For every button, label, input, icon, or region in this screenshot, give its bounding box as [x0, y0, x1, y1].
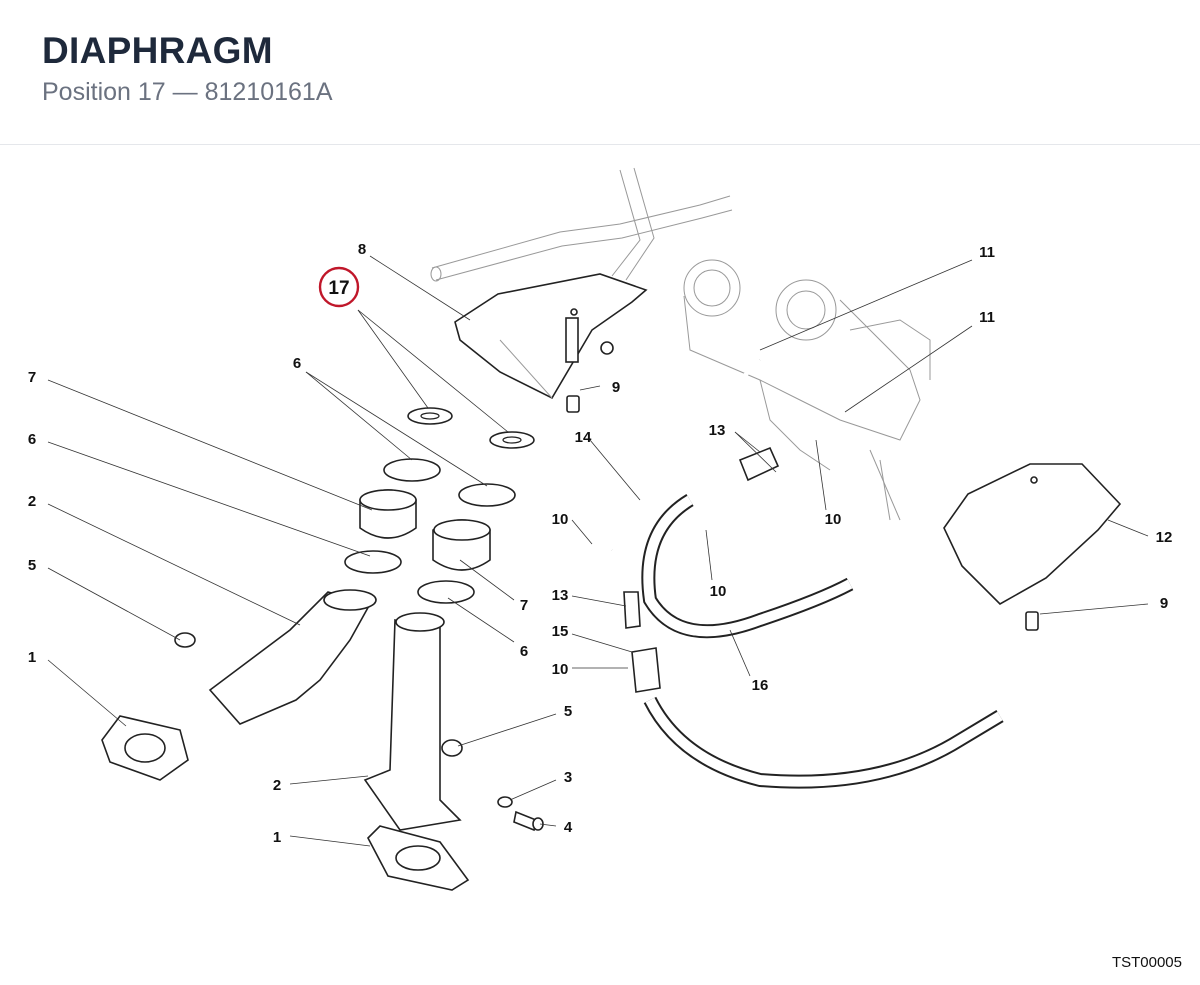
page-title: DIAPHRAGM — [42, 30, 273, 71]
callout-2: 2 — [28, 493, 36, 510]
callout-10: 10 — [552, 661, 569, 678]
callout-3: 3 — [564, 769, 572, 786]
callout-13: 13 — [709, 422, 726, 439]
drawing-reference-code: TST00005 — [1111, 954, 1182, 971]
callout-2: 2 — [273, 777, 281, 794]
bolt-part-9-lower[interactable] — [1025, 611, 1039, 631]
shield-part-8[interactable] — [454, 273, 648, 400]
callout-8: 8 — [358, 241, 366, 258]
page-subtitle: Position 17 — 81210161A — [42, 78, 333, 106]
fitting-part-13[interactable] — [623, 446, 780, 629]
side-cover-part-12[interactable] — [943, 463, 1122, 605]
callout-17-highlight[interactable]: 17 — [318, 266, 360, 308]
callout-1: 1 — [28, 649, 36, 666]
callout-1: 1 — [273, 829, 281, 846]
gasket-part-1[interactable] — [101, 715, 470, 891]
callout-10: 10 — [825, 511, 842, 528]
callout-11: 11 — [979, 244, 995, 261]
page-header: DIAPHRAGM Position 17 — 81210161A — [0, 0, 1200, 145]
callout-6: 6 — [520, 643, 528, 660]
intake-pipe-part-2[interactable] — [208, 589, 462, 831]
rubber-sleeve-part-7[interactable] — [359, 489, 491, 571]
callout-15: 15 — [552, 623, 569, 640]
nut-part-5[interactable] — [174, 632, 463, 757]
callout-16: 16 — [752, 677, 769, 694]
callout-9: 9 — [612, 379, 620, 396]
callout-7: 7 — [28, 369, 36, 386]
bolt-part-9[interactable] — [566, 395, 580, 413]
callout-4: 4 — [564, 819, 573, 836]
washer-part-3[interactable] — [497, 796, 513, 808]
callout-10: 10 — [552, 511, 569, 528]
leader-lines — [47, 255, 1149, 847]
callout-10: 10 — [710, 583, 727, 600]
callout-14: 14 — [575, 429, 592, 446]
callout-12: 12 — [1156, 529, 1173, 546]
carburettor-assembly — [683, 259, 931, 521]
coiled-hose-part-14[interactable] — [606, 358, 762, 551]
callout-7: 7 — [520, 597, 528, 614]
hose-clamp-part-6[interactable] — [344, 458, 516, 604]
hose-part-16[interactable] — [641, 493, 1004, 789]
callout-9: 9 — [1160, 595, 1168, 612]
callout-17: 17 — [328, 278, 349, 299]
callout-6: 6 — [293, 355, 301, 372]
callout-6: 6 — [28, 431, 36, 448]
callout-11: 11 — [979, 309, 995, 326]
callout-labels: 8 11 11 7 6 6 2 5 1 9 14 13 10 10 10 12 … — [28, 241, 1173, 846]
screw-part-4[interactable] — [513, 810, 544, 832]
callout-13: 13 — [552, 587, 569, 604]
washer-part-17[interactable] — [407, 407, 535, 449]
frame-tube — [430, 167, 733, 282]
fitting-part-15[interactable] — [631, 647, 661, 693]
callout-5: 5 — [28, 557, 36, 574]
callout-5: 5 — [564, 703, 572, 720]
